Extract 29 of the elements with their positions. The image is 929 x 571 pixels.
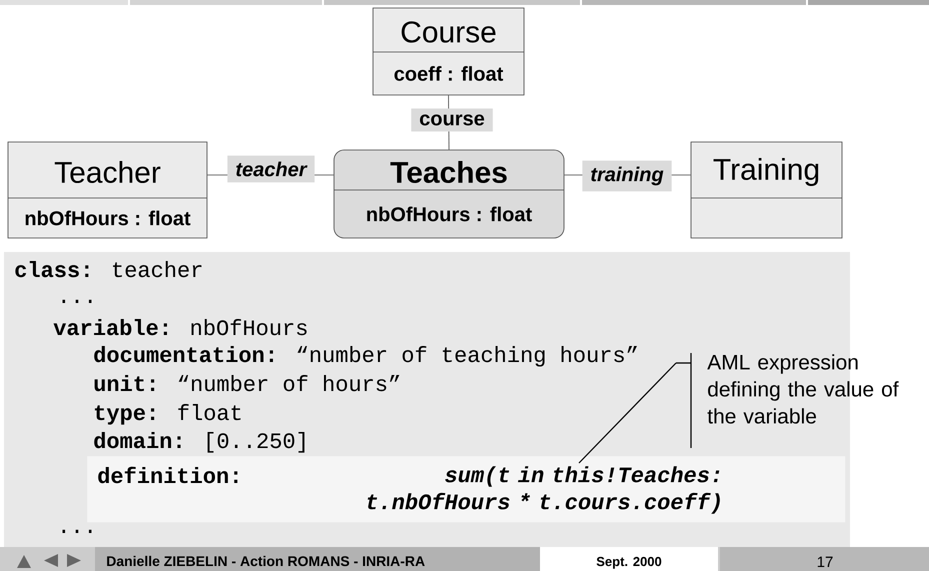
code-line: type: float [94, 404, 241, 425]
note-text: AML expression defining the value of the variable [707, 354, 899, 424]
code-line: ... [62, 300, 92, 303]
edge-label: training [582, 160, 672, 192]
code-line: variable: nbOfHours [54, 319, 307, 336]
code-line: ... [62, 530, 92, 533]
footer-text: Sept. 2000 [596, 556, 662, 569]
class-name: Course [402, 21, 496, 43]
attribute-text: nbOfHours : float [26, 210, 190, 226]
code-line: documentation: “number of teaching hours” [94, 346, 637, 367]
code-expression: sum(t in this!Teaches: t.nbOfHours * t.cours.coeff) [368, 466, 720, 514]
definition-box [87, 456, 846, 522]
attribute-text: nbOfHours : float [367, 206, 532, 222]
code-line: class: teacher [15, 261, 202, 278]
code-keyword: definition: [98, 466, 238, 484]
class-name: Teacher [54, 161, 160, 184]
edge-label: teacher [227, 156, 315, 182]
footer-text: Danielle ZIEBELIN - Action ROMANS - INRIA-RA [107, 556, 425, 566]
attribute-text: coeff : float [394, 66, 504, 81]
code-line: unit: “number of hours” [94, 375, 400, 392]
class-box [8, 142, 208, 238]
leader-line [578, 362, 676, 464]
footer-text: 17 [818, 556, 833, 567]
association-class-box [334, 150, 564, 238]
class-box [372, 8, 524, 96]
class-box [690, 142, 842, 238]
class-name: Teaches [390, 161, 507, 184]
class-name: Training [714, 158, 818, 186]
edge-label: course [411, 108, 493, 132]
